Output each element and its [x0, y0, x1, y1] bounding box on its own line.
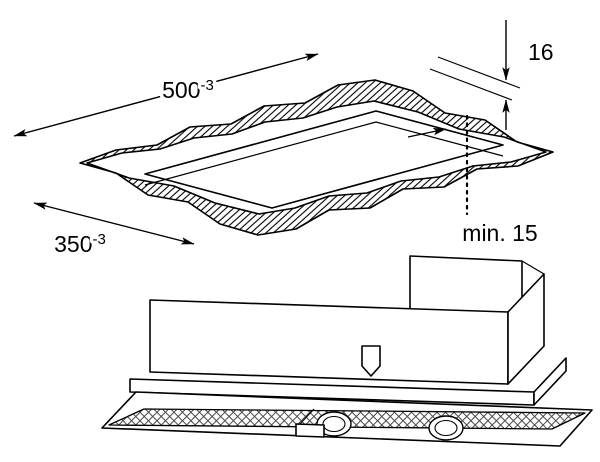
cutout-thickness-lip	[144, 121, 504, 186]
hood-unit	[101, 255, 593, 447]
depth-label: 350-3	[54, 231, 106, 257]
duct-box	[409, 255, 523, 317]
clearance-arrow	[407, 127, 447, 138]
duct-connector-edge	[521, 260, 545, 275]
width-dimension-line	[13, 53, 319, 137]
cutout-panel	[79, 79, 554, 236]
width-label: 500-3	[162, 77, 214, 103]
filter-handle-notch	[295, 423, 325, 438]
thickness-label: 16	[528, 39, 554, 65]
filter-latch	[361, 345, 381, 377]
housing-front-face	[149, 299, 509, 385]
clearance-label: min. 15	[462, 220, 537, 246]
thickness-surface-line-top	[437, 56, 521, 89]
dim-width-500: 500-3	[13, 53, 319, 137]
housing-right-face	[507, 273, 545, 385]
mount-frame-right	[533, 357, 567, 406]
lamp-left-inner	[322, 415, 346, 433]
dim-thickness-16: 16	[429, 20, 557, 130]
lamp-right-inner	[434, 419, 458, 437]
dim-depth-350: 350-3	[33, 202, 195, 261]
dim-clearance-min15: min. 15	[407, 114, 541, 250]
depth-dimension-line	[33, 202, 195, 245]
thickness-surface-line-bottom	[429, 68, 513, 101]
filter-divider	[297, 408, 315, 427]
